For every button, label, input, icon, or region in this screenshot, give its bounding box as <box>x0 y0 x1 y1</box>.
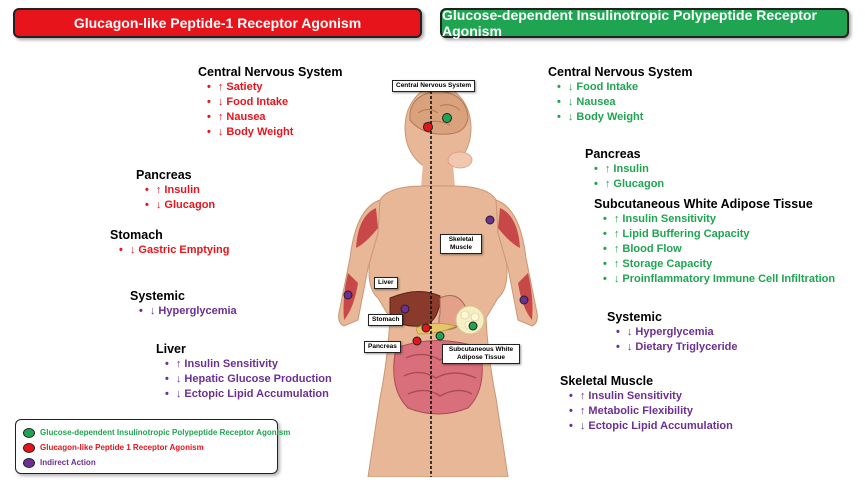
list-item: ↑ Storage Capacity <box>603 257 835 272</box>
glp1-receptor-dot <box>423 122 433 132</box>
list-item: ↑ Satiety <box>207 80 343 95</box>
left-liver-title: Liver <box>156 342 186 356</box>
left-stomach-section: Stomach ↓ Gastric Emptying <box>110 227 230 258</box>
gip-receptor-dot <box>468 321 478 331</box>
glp1-receptor-dot <box>421 323 431 333</box>
left-systemic-section: Systemic ↓ Hyperglycemia <box>130 288 237 319</box>
right-muscle-title: Skeletal Muscle <box>560 374 654 388</box>
left-liver-section: Liver ↑ Insulin Sensitivity ↓ Hepatic Gl… <box>156 341 332 402</box>
list-item: ↑ Insulin Sensitivity <box>569 389 733 404</box>
neck <box>421 163 455 188</box>
list-item: ↑ Insulin <box>145 183 215 198</box>
purple-dot-icon <box>23 457 35 468</box>
left-stomach-title: Stomach <box>110 228 163 242</box>
organ-label-cns: Central Nervous System <box>392 80 476 92</box>
right-systemic-section: Systemic ↓ Hyperglycemia ↓ Dietary Trigl… <box>607 309 738 355</box>
indirect-action-dot <box>343 290 353 300</box>
green-dot-icon <box>23 427 35 438</box>
right-shoulder-muscle <box>498 208 520 248</box>
organ-label-liver: Liver <box>374 277 398 289</box>
organ-label-pancreas: Pancreas <box>364 341 401 353</box>
list-item: ↓ Glucagon <box>145 198 215 213</box>
legend-item-indirect: Indirect Action <box>23 455 270 470</box>
left-pancreas-section: Pancreas ↑ Insulin ↓ Glucagon <box>136 167 215 213</box>
organ-label-skeletal-muscle: Skeletal Muscle <box>440 234 482 254</box>
right-cns-section: Central Nervous System ↓ Food Intake ↓ N… <box>548 64 693 125</box>
legend-label: Glucose-dependent Insulinotropic Polypep… <box>40 428 291 437</box>
gip-receptor-dot <box>442 113 452 123</box>
body-illustration <box>338 85 538 478</box>
list-item: ↑ Blood Flow <box>603 242 835 257</box>
list-item: ↑ Metabolic Flexibility <box>569 404 733 419</box>
list-item: ↓ Body Weight <box>207 125 343 140</box>
red-dot-icon <box>23 442 35 453</box>
left-systemic-title: Systemic <box>130 289 185 303</box>
left-pancreas-title: Pancreas <box>136 168 192 182</box>
gip-receptor-dot <box>435 331 445 341</box>
list-item: ↓ Food Intake <box>207 95 343 110</box>
list-item: ↑ Insulin <box>594 162 664 177</box>
adipose-tissue <box>455 305 485 335</box>
legend-label: Indirect Action <box>40 458 96 467</box>
indirect-action-dot <box>485 215 495 225</box>
right-sat-section: Subcutaneous White Adipose Tissue ↑ Insu… <box>594 196 835 287</box>
right-sat-title: Subcutaneous White Adipose Tissue <box>594 197 813 211</box>
list-item: ↓ Nausea <box>557 95 693 110</box>
list-item: ↓ Ectopic Lipid Accumulation <box>165 387 332 402</box>
throat <box>447 151 473 169</box>
list-item: ↓ Hyperglycemia <box>139 304 237 319</box>
left-cns-title: Central Nervous System <box>198 65 343 79</box>
right-pancreas-title: Pancreas <box>585 147 641 161</box>
indirect-action-dot <box>400 304 410 314</box>
right-pancreas-section: Pancreas ↑ Insulin ↑ Glucagon <box>585 146 664 192</box>
list-item: ↓ Hepatic Glucose Production <box>165 372 332 387</box>
glp1-receptor-dot <box>412 336 422 346</box>
legend: Glucose-dependent Insulinotropic Polypep… <box>15 419 290 474</box>
list-item: ↑ Glucagon <box>594 177 664 192</box>
organ-label-adipose: Subcutaneous White Adipose Tissue <box>442 344 520 364</box>
human-body-figure: Central Nervous System Skeletal Muscle L… <box>328 58 548 478</box>
list-item: ↓ Proinflammatory Immune Cell Infiltrati… <box>603 272 835 287</box>
glp1-banner: Glucagon-like Peptide-1 Receptor Agonism <box>13 8 422 38</box>
legend-label: Glucagon-like Peptide 1 Receptor Agonism <box>40 443 204 452</box>
list-item: ↓ Dietary Triglyceride <box>616 340 738 355</box>
organ-label-stomach: Stomach <box>368 314 404 326</box>
right-muscle-section: Skeletal Muscle ↑ Insulin Sensitivity ↑ … <box>560 373 733 434</box>
list-item: ↑ Nausea <box>207 110 343 125</box>
list-item: ↓ Body Weight <box>557 110 693 125</box>
list-item: ↓ Ectopic Lipid Accumulation <box>569 419 733 434</box>
list-item: ↓ Hyperglycemia <box>616 325 738 340</box>
right-cns-title: Central Nervous System <box>548 65 693 79</box>
list-item: ↓ Gastric Emptying <box>119 243 230 258</box>
indirect-action-dot <box>519 295 529 305</box>
legend-item-glp1: Glucagon-like Peptide 1 Receptor Agonism <box>23 440 270 455</box>
list-item: ↑ Insulin Sensitivity <box>165 357 332 372</box>
list-item: ↓ Food Intake <box>557 80 693 95</box>
left-shoulder-muscle <box>356 208 378 248</box>
list-item: ↑ Insulin Sensitivity <box>603 212 835 227</box>
legend-item-gip: Glucose-dependent Insulinotropic Polypep… <box>23 425 290 440</box>
gip-banner: Glucose-dependent Insulinotropic Polypep… <box>440 7 849 39</box>
list-item: ↑ Lipid Buffering Capacity <box>603 227 835 242</box>
left-cns-section: Central Nervous System ↑ Satiety ↓ Food … <box>198 64 343 140</box>
right-systemic-title: Systemic <box>607 310 662 324</box>
